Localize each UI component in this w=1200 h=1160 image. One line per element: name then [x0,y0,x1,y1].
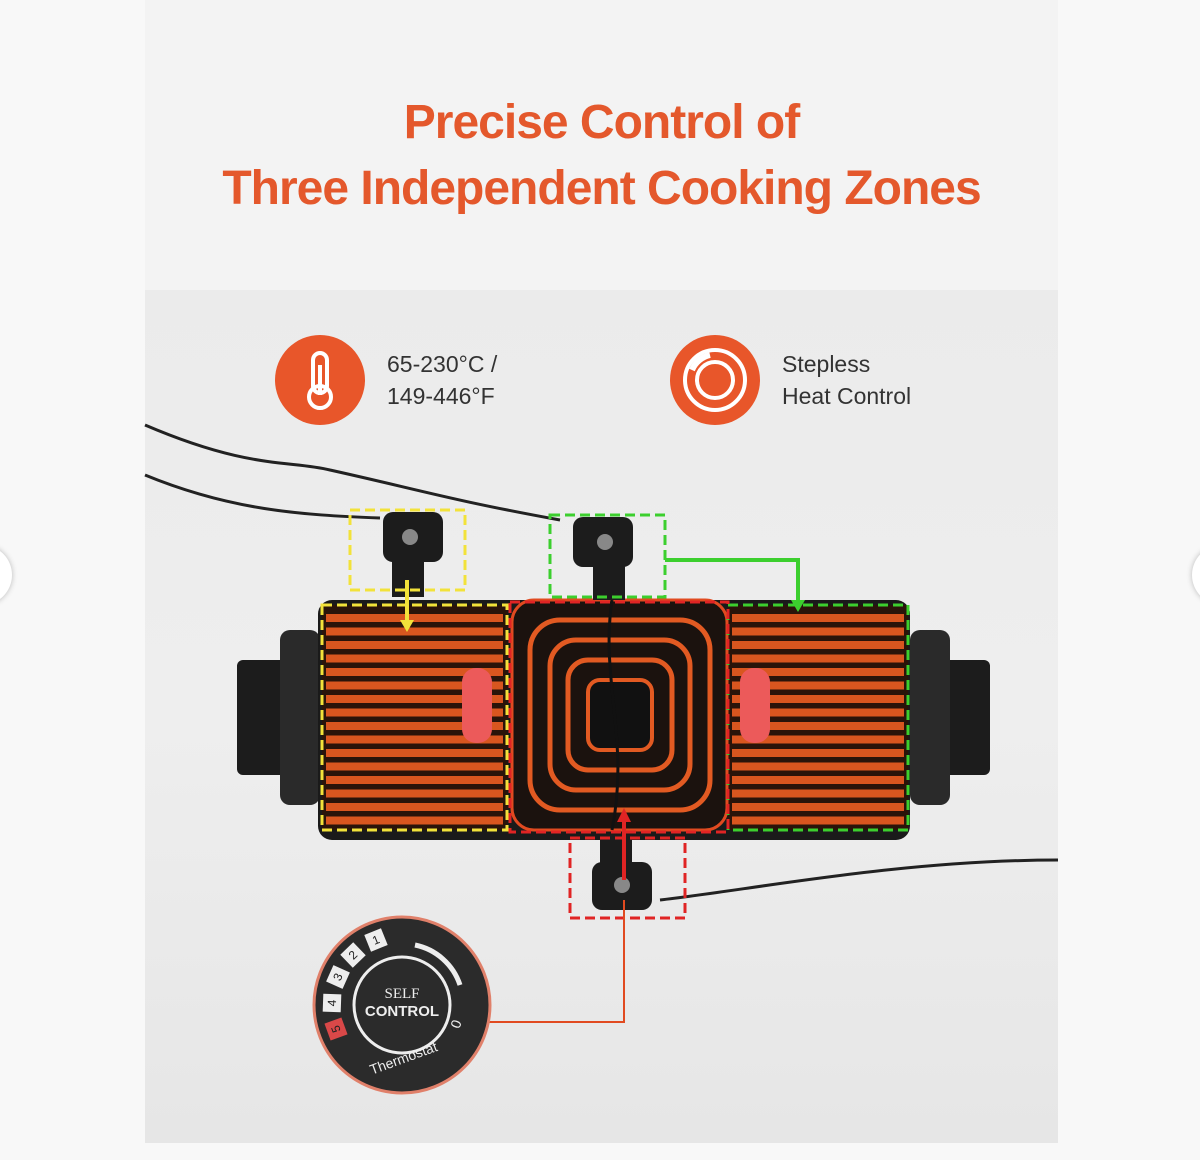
thermometer-icon [275,335,365,425]
grill-ridge [326,776,503,784]
grill-ridge [326,722,503,730]
knob-label-control: CONTROL [364,1003,440,1020]
grill-ridge [326,735,503,744]
grill-ridge [732,695,904,703]
grill-ridge [732,776,904,784]
grill-ridge [732,641,904,649]
stepless-line1: Stepless [782,351,871,377]
temp-fahrenheit: 149-446°F [387,383,495,409]
grill-ridge [326,762,503,771]
grill-ridge [326,803,503,811]
grill-ridge [732,735,904,744]
grill-ridge [732,816,904,825]
grill-ridge [326,816,503,825]
grill-ridge [732,681,904,690]
grill-ridge [326,627,503,636]
grill-ridge [732,614,904,622]
temperature-range-text: 65-230°C / 149-446°F [387,348,497,412]
grill-ridge [732,668,904,676]
grill-ridge [732,803,904,811]
grill-ridge [732,722,904,730]
headline-line2: Three Independent Cooking Zones [222,162,981,215]
grill-ridge [326,654,503,663]
grill-ridge [326,749,503,757]
grill-ridge [326,681,503,690]
grill-ridge [326,641,503,649]
knob-label-self: SELF [384,986,420,1002]
grill-ridge [326,708,503,717]
grill-ridge [326,789,503,798]
stepless-control-text: Stepless Heat Control [782,348,911,412]
grill-ridge [732,627,904,636]
grill-ridge [732,708,904,717]
grill-ridge [732,762,904,771]
stepless-line2: Heat Control [782,383,912,409]
temp-celsius: 65-230°C / [387,351,498,377]
grill-ridge [326,695,503,703]
grill-ridge [326,614,503,622]
heat-dial-icon [670,335,760,425]
grill-ridge [732,749,904,757]
carousel-next-button[interactable] [1192,545,1200,605]
knob-mark: 4 [322,993,342,1012]
headline: Precise Control of Three Independent Coo… [145,90,1058,222]
grill-ridge [732,654,904,663]
grill-ridge [326,668,503,676]
grill-ridge [732,789,904,798]
knob-label: SELF CONTROL [354,985,450,1021]
headline-line1: Precise Control of [403,96,800,149]
